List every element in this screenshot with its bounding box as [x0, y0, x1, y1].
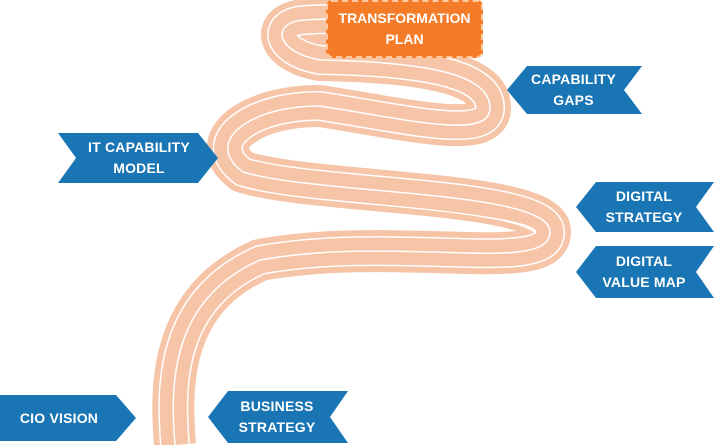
step-label-line2: MODEL: [113, 160, 165, 176]
step-digital-value-map: DIGITAL VALUE MAP: [576, 246, 714, 298]
transformation-plan-box: TRANSFORMATION PLAN: [326, 0, 483, 58]
step-business-strategy: BUSINESS STRATEGY: [208, 391, 348, 443]
step-label-line2: STRATEGY: [238, 419, 316, 435]
step-it-capability-model: IT CAPABILITY MODEL: [58, 133, 218, 183]
step-capability-gaps: CAPABILITY GAPS: [507, 66, 642, 114]
goal-label-line1: TRANSFORMATION: [338, 10, 471, 26]
step-label-line2: STRATEGY: [605, 209, 683, 225]
step-label-line1: BUSINESS: [240, 398, 314, 414]
step-label-line1: DIGITAL: [615, 188, 673, 204]
step-label-line1: IT CAPABILITY: [88, 139, 190, 155]
step-label-line2: GAPS: [553, 92, 594, 108]
step-digital-strategy: DIGITAL STRATEGY: [576, 182, 714, 232]
step-label-line2: VALUE MAP: [602, 274, 686, 290]
step-label-line1: CIO VISION: [19, 409, 99, 426]
step-label-line1: DIGITAL: [615, 253, 673, 269]
goal-label-line2: PLAN: [385, 31, 424, 47]
step-cio-vision: CIO VISION: [0, 395, 136, 441]
step-label-line1: CAPABILITY: [531, 71, 616, 87]
road-centerline: [172, 18, 551, 445]
